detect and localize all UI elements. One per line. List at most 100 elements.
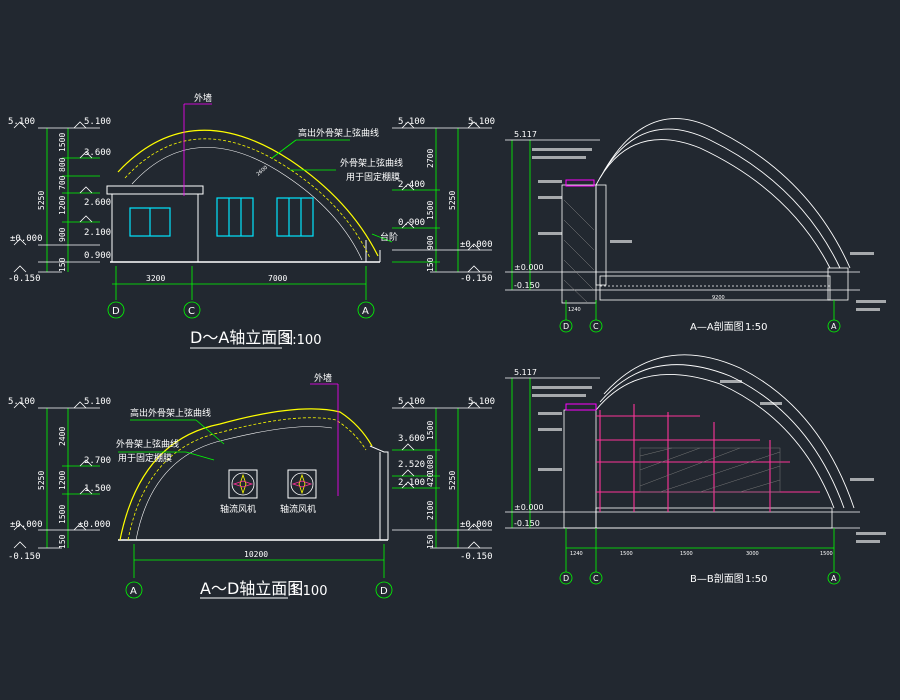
roof-arches (595, 354, 855, 509)
section-outline (505, 139, 860, 304)
dim-150: 150 (58, 257, 67, 272)
fan-label-2: 轴流风机 (280, 503, 316, 515)
roof-arch (117, 129, 379, 261)
interior-hatch (639, 447, 781, 493)
r-level-000: ±0.000 (460, 240, 493, 250)
axis-d: D (563, 574, 569, 583)
section-title: A—A剖面图 (690, 320, 744, 333)
section-outline (505, 377, 860, 529)
level-1500: 1.500 (84, 484, 111, 494)
drawing-scale: 1:100 (284, 333, 321, 348)
dim-1500: 1500 (58, 505, 67, 524)
r-dim-1080: 1080 (426, 455, 435, 474)
r-dim-900: 900 (426, 235, 435, 250)
annotation-text-blocks (532, 148, 886, 311)
axis-d: D (112, 306, 120, 317)
section-scale: 1:50 (745, 574, 767, 585)
dim-150: 150 (58, 534, 67, 549)
annot-wall: 外墙 (194, 92, 212, 104)
windows (129, 197, 314, 237)
building-outline (106, 185, 381, 263)
dim-9200: 9200 (712, 295, 725, 301)
r-dim-5250: 5250 (448, 191, 457, 210)
r-level-5100-a: 5.100 (398, 117, 425, 127)
axis-c: C (593, 322, 599, 331)
roof-arches (595, 118, 851, 269)
section-scale: 1:50 (745, 322, 767, 333)
exhaust-fan-2 (287, 469, 317, 499)
annot-arch-line1: 外骨架上弦曲线 (340, 157, 403, 169)
axis-markers (559, 300, 841, 333)
r-level-000: ±0.000 (460, 520, 493, 530)
annot-high-arch: 高出外骨架上弦曲线 (298, 127, 379, 139)
level-3600: 3.600 (84, 148, 111, 158)
left-dims-vertical: 2400 1200 1500 150 5250 (37, 427, 67, 549)
left-dimension-column (13, 121, 100, 273)
annot-high-arch: 高出外骨架上弦曲线 (130, 407, 211, 419)
roof-arch (119, 408, 373, 541)
axis-a: A (362, 306, 369, 317)
dim-1200: 1200 (58, 196, 67, 215)
r-level-5100-b: 5.100 (468, 117, 495, 127)
r-level-2400: 2.400 (398, 180, 425, 190)
r-dim-150: 150 (426, 257, 435, 272)
fan-label-1: 轴流风机 (220, 503, 256, 515)
dim-1240: 1240 (570, 551, 583, 557)
axis-a: A (831, 322, 837, 331)
exhaust-fan-1 (228, 469, 258, 499)
dim-1200: 1200 (58, 471, 67, 490)
drawing-scale: 1:100 (290, 584, 327, 599)
bottom-dimension (112, 266, 367, 300)
right-dims-vertical: 1500 1080 420 2100 150 5250 (426, 421, 457, 549)
level-minus-0150: -0.150 (8, 552, 41, 562)
axis-markers (559, 528, 841, 585)
r-level-2520: 2.520 (398, 460, 425, 470)
dim-1500-c: 1500 (820, 551, 833, 557)
r-dim-1500: 1500 (426, 201, 435, 220)
dim-1500-b: 1500 (680, 551, 693, 557)
r-level-0900: 0.900 (398, 218, 425, 228)
level-2700: 2.700 (84, 456, 111, 466)
level-0900: 0.900 (84, 251, 111, 261)
level-2100: 2.100 (84, 228, 111, 238)
dim-2400: 2400 (58, 427, 67, 446)
level-000: ±0.000 (10, 234, 43, 244)
level-5100-b: 5.100 (84, 117, 111, 127)
axis-d: D (563, 322, 569, 331)
axis-a: A (130, 586, 137, 597)
bottom-dimension (133, 544, 385, 578)
dim-1500: 1500 (58, 133, 67, 152)
level-5100-b: 5.100 (84, 397, 111, 407)
level-5100-a: 5.100 (8, 117, 35, 127)
level-5100-a: 5.100 (8, 397, 35, 407)
right-dimension-column (392, 401, 492, 549)
annot-step: 台阶 (380, 231, 398, 243)
dim-5250: 5250 (37, 191, 46, 210)
section-a-a: 5.117 ±0.000 -0.150 1240 9200 D C A A—A剖… (505, 118, 886, 333)
annot-arch-line2: 用于固定棚膜 (118, 452, 172, 464)
r-level-minus-0150: -0.150 (460, 552, 493, 562)
drawing-title: A～D轴立面图 (200, 579, 303, 598)
elevation-a-d: 5.100 5.100 2.700 1.500 ±0.000 ±0.000 -0… (8, 372, 495, 599)
level-minus-0150: -0.150 (514, 281, 540, 290)
wall-leader (310, 383, 339, 496)
axis-d: D (380, 586, 388, 597)
window-3 (276, 197, 314, 237)
r-dim-420: 420 (426, 472, 435, 487)
r-dim-1500: 1500 (426, 421, 435, 440)
axis-markers (107, 301, 375, 319)
annotation-text-blocks (532, 380, 886, 543)
level-minus-0150: -0.150 (8, 274, 41, 284)
annot-wall: 外墙 (314, 372, 332, 384)
level-minus-0150: -0.150 (514, 519, 540, 528)
level-000-l: ±0.000 (10, 520, 43, 530)
dim-900: 900 (58, 227, 67, 242)
left-dimension-column (13, 401, 100, 549)
dim-700: 700 (58, 175, 67, 190)
r-level-2100: 2.100 (398, 478, 425, 488)
stairs (565, 403, 597, 411)
axis-markers (125, 581, 393, 599)
level-000-r: ±0.000 (78, 520, 111, 530)
r-dim-2700: 2700 (426, 149, 435, 168)
dim-3000: 3000 (746, 551, 759, 557)
